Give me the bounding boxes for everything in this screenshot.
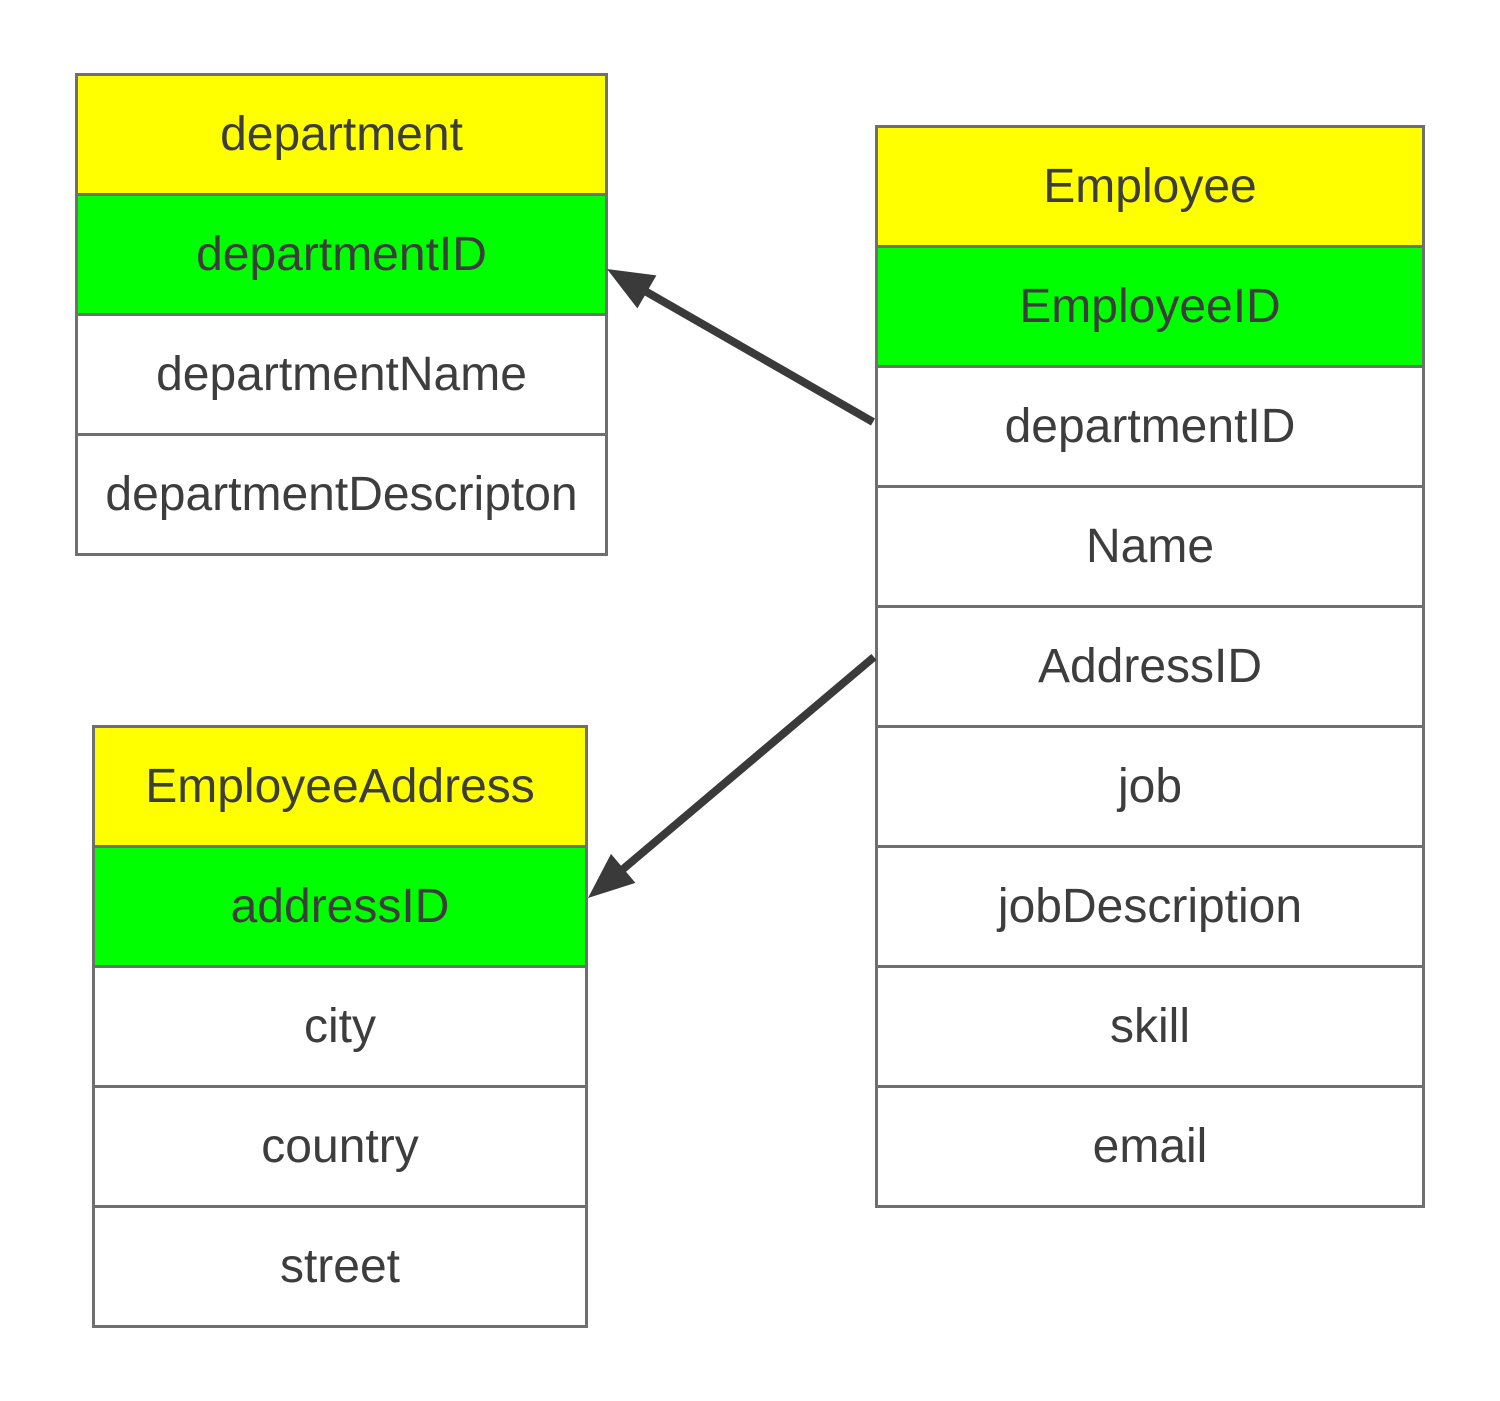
- arrowhead-to-employee-address-addressID: [588, 853, 636, 898]
- department-departmentID-cell: departmentID: [75, 193, 608, 316]
- employee-address-street-cell: street: [92, 1205, 588, 1328]
- employee-address-addressID-cell: addressID: [92, 845, 588, 968]
- employee-skill-cell: skill: [875, 965, 1425, 1088]
- employee-departmentID-cell: departmentID: [875, 365, 1425, 488]
- relation-line-employee-departmentID-to-department: [636, 283, 875, 426]
- department-table: department departmentID departmentName d…: [75, 73, 608, 556]
- employee-AddressID-cell: AddressID: [875, 605, 1425, 728]
- arrowhead-to-department-departmentID: [607, 269, 657, 309]
- employee-address-city-cell: city: [92, 965, 588, 1088]
- employee-email-cell: email: [875, 1085, 1425, 1208]
- department-departmentDescripton-cell: departmentDescripton: [75, 433, 608, 556]
- employee-table-title: Employee: [875, 125, 1425, 248]
- employee-Name-cell: Name: [875, 485, 1425, 608]
- employee-job-cell: job: [875, 725, 1425, 848]
- relation-line-employee-AddressID-to-employee-address: [613, 653, 877, 879]
- employee-jobDescription-cell: jobDescription: [875, 845, 1425, 968]
- employee-address-table: EmployeeAddress addressID city country s…: [92, 725, 588, 1328]
- employee-address-country-cell: country: [92, 1085, 588, 1208]
- employee-EmployeeID-cell: EmployeeID: [875, 245, 1425, 368]
- department-departmentName-cell: departmentName: [75, 313, 608, 436]
- employee-address-table-title: EmployeeAddress: [92, 725, 588, 848]
- department-table-title: department: [75, 73, 608, 196]
- employee-table: Employee EmployeeID departmentID Name Ad…: [875, 125, 1425, 1208]
